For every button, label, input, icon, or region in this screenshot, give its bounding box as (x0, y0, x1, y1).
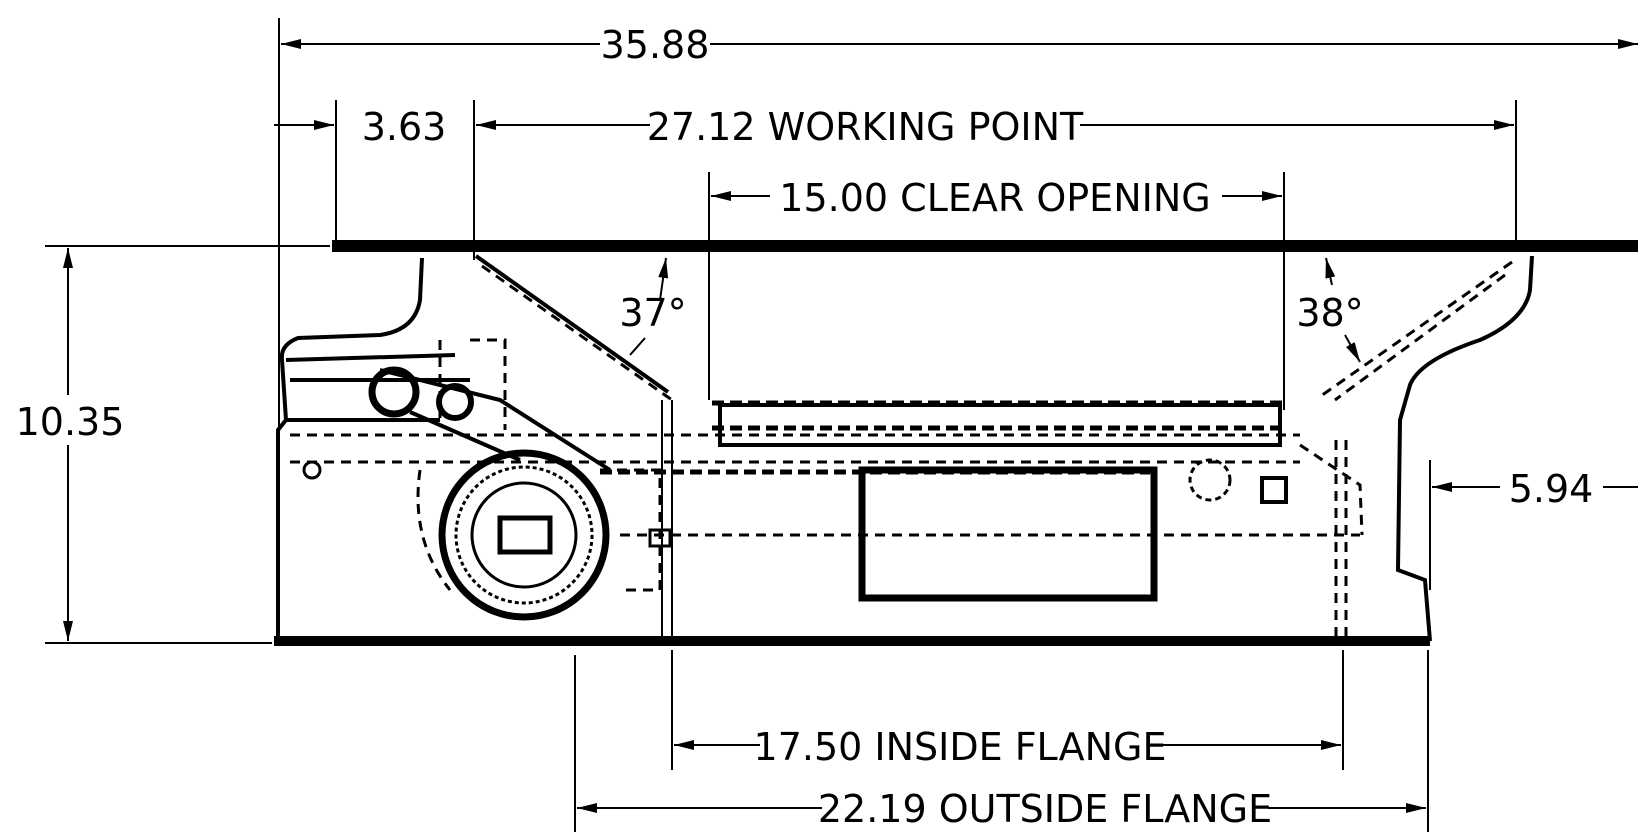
dim-right-offset: 5.94 (1509, 467, 1594, 511)
frame-outline (274, 240, 1638, 646)
fittings (302, 458, 1288, 548)
dim-left-offset: 3.63 (362, 105, 447, 149)
dimension-lines (63, 39, 1638, 813)
dim-outside-flange: 22.19 OUTSIDE FLANGE (818, 787, 1272, 831)
dimension-texts: 35.88 3.63 27.12 WORKING POINT 15.00 CLE… (16, 23, 1594, 831)
dim-height: 10.35 (16, 400, 125, 444)
dim-inside-flange: 17.50 INSIDE FLANGE (754, 725, 1167, 769)
motor-assembly (368, 366, 612, 621)
dim-clear-opening: 15.00 CLEAR OPENING (779, 176, 1210, 220)
dim-angle-left: 37° (619, 291, 686, 335)
dim-working-point: 27.12 WORKING POINT (647, 105, 1084, 149)
dim-overall-width: 35.88 (601, 23, 710, 67)
dim-angle-right: 38° (1296, 291, 1363, 335)
